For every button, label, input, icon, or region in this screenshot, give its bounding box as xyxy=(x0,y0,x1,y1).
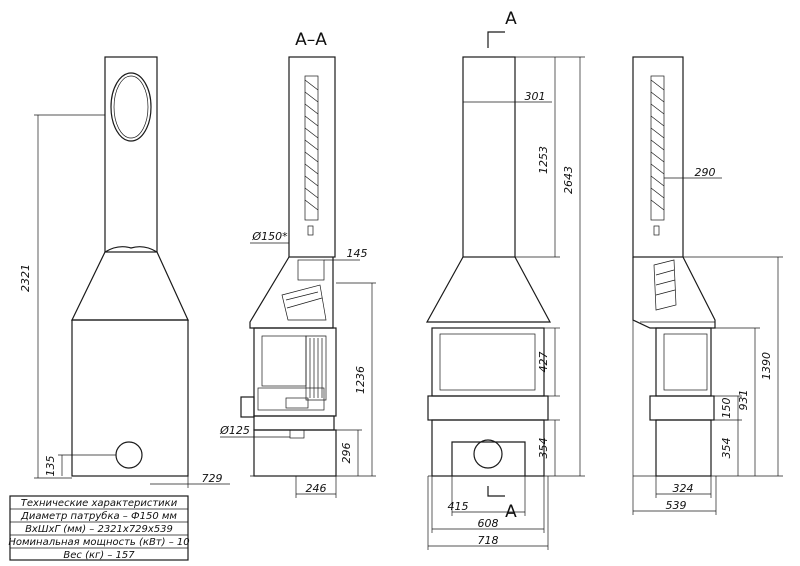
dim-side-chimney-w: 290 xyxy=(695,166,716,179)
dim-section-pipe: Ø150* xyxy=(251,230,288,243)
dim-side-total-w: 539 xyxy=(666,499,687,512)
dim-main-total-h: 2643 xyxy=(562,166,575,194)
dim-side-inner-w: 324 xyxy=(673,482,694,495)
dim-side-base-h: 354 xyxy=(720,438,733,459)
dim-main-base-h: 354 xyxy=(537,438,550,459)
dim-section-width: 246 xyxy=(306,482,327,495)
dim-side-total-h: 1390 xyxy=(760,352,773,380)
dim-main-chimney-h: 1253 xyxy=(537,146,550,174)
dim-main-total-w: 718 xyxy=(478,534,499,547)
spec-row-size: ВхШхГ (мм) – 2321х729х539 xyxy=(25,524,173,535)
cut-label-top: A xyxy=(505,9,517,29)
dim-side-firebox-h: 931 xyxy=(737,390,750,411)
dim-main-mid-w: 608 xyxy=(478,517,499,530)
dim-section-outlet-dia: Ø125 xyxy=(219,424,250,437)
dim-main-opening-h: 427 xyxy=(537,352,550,373)
view-front: A A 301 1253 2643 427 354 xyxy=(425,9,585,550)
dim-front-outlet: 135 xyxy=(44,456,57,477)
dim-front-width: 729 xyxy=(202,472,223,485)
dim-section-offset: 145 xyxy=(347,247,368,260)
dim-side-ledge-h: 150 xyxy=(720,398,733,419)
dim-front-height: 2321 xyxy=(19,264,32,292)
view-rear: 2321 135 729 xyxy=(19,56,230,488)
dim-main-chimney-w: 301 xyxy=(525,90,546,103)
dim-section-outlet-h: 296 xyxy=(340,443,353,464)
spec-row-weight: Вес (кг) – 157 xyxy=(63,550,135,561)
spec-table: Технические характеристики Диаметр патру… xyxy=(8,495,190,561)
spec-row-pipe: Диаметр патрубка – Ф150 мм xyxy=(20,510,177,522)
view-section: A–A Ø150* 145 1236 Ø125 xyxy=(219,30,376,498)
section-label: A–A xyxy=(295,30,327,50)
spec-row-power: Номинальная мощность (кВт) – 10 xyxy=(8,537,189,548)
dim-main-inner-w: 415 xyxy=(448,500,469,513)
dim-section-height: 1236 xyxy=(354,366,367,394)
view-side: 290 1390 931 150 354 324 539 xyxy=(632,56,783,515)
spec-title: Технические характеристики xyxy=(21,498,178,509)
